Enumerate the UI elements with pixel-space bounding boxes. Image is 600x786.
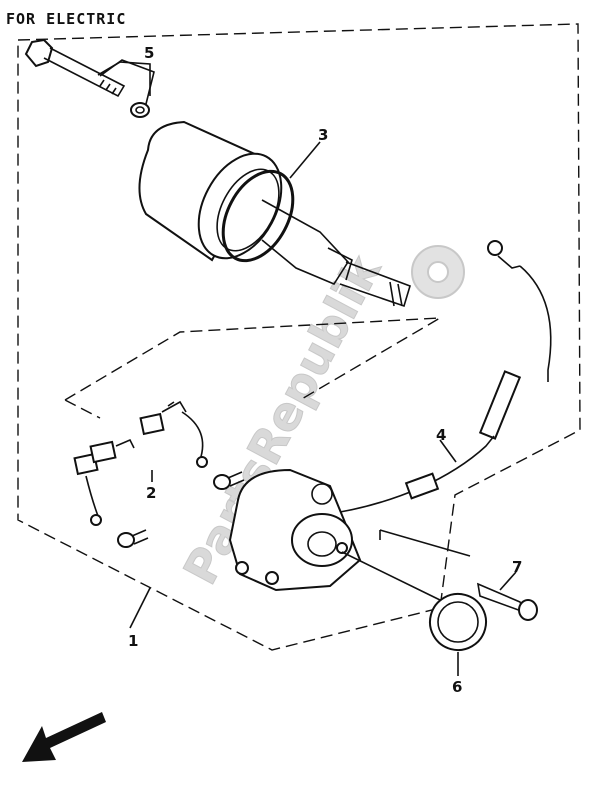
callout-5: 5: [144, 44, 154, 62]
callout-3-leader: [289, 141, 321, 179]
callout-1-leader: [129, 587, 151, 629]
callout-7: 7: [512, 558, 522, 576]
callout-4-leader: [439, 439, 457, 463]
watermark-gear-icon: [411, 245, 465, 299]
callout-6: 6: [452, 678, 462, 696]
end-cover: [228, 468, 362, 592]
page-title: FOR ELECTRIC: [6, 10, 127, 28]
cover-bolt: [476, 582, 538, 621]
lead-wire: [339, 240, 552, 513]
front-arrow-icon: [22, 712, 106, 762]
small-screw-b: [117, 529, 149, 548]
small-screw-a: [213, 471, 245, 490]
washer: [130, 102, 150, 118]
callout-4: 4: [436, 426, 446, 444]
brush-assembly: [73, 400, 208, 526]
o-ring: [221, 169, 295, 263]
callout-2: 2: [146, 484, 156, 502]
callout-1: 1: [128, 632, 138, 650]
long-bolt: [24, 38, 126, 98]
callout-7-leader: [499, 571, 517, 591]
shaft-leader: [341, 551, 441, 601]
gasket: [429, 593, 487, 651]
bolt-leader: [379, 529, 471, 557]
brush-group-frame: [64, 317, 441, 419]
callout-3: 3: [318, 126, 328, 144]
